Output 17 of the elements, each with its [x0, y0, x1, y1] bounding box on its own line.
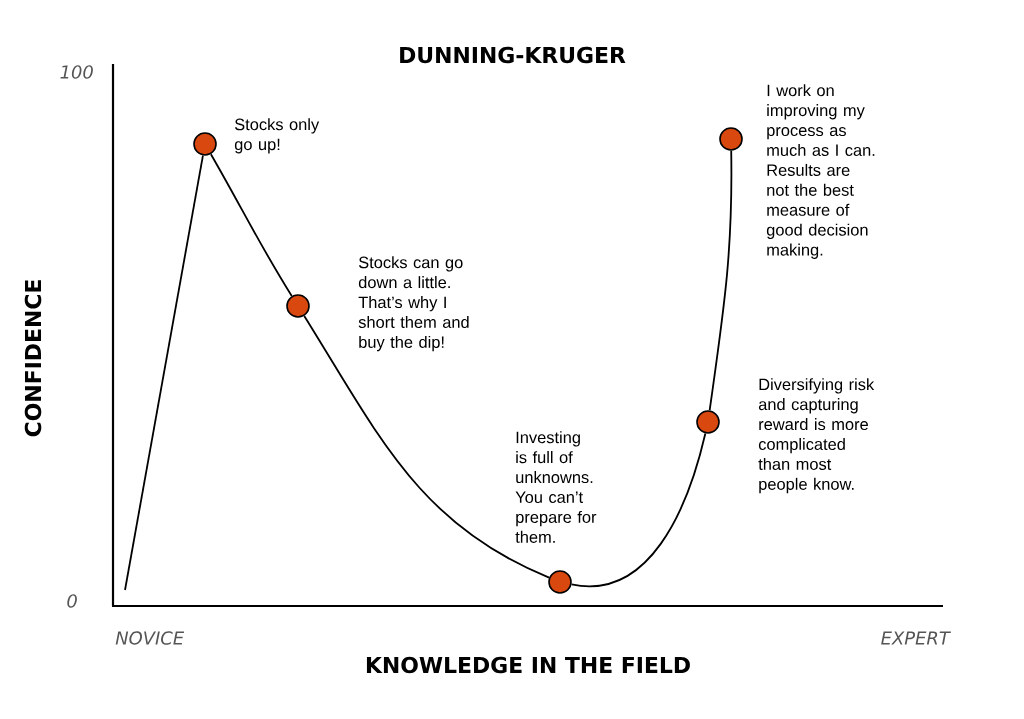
axis-tick-label: 0 — [67, 594, 77, 608]
axis-tick-label: NOVICE — [115, 631, 185, 645]
curve-line — [124, 154, 204, 591]
axis-title: KNOWLEDGE IN THE FIELD — [366, 656, 690, 674]
curve-line — [570, 432, 707, 588]
axis-title: CONFIDENCE — [24, 280, 42, 437]
curve-line — [708, 149, 733, 412]
callout-text: Investing is full of unknowns. You can’t prepare for them. — [515, 431, 597, 543]
callout-text: Stocks only go up! — [234, 118, 320, 154]
callout-text: I work on improving my process as much as I can. Results are not the best measure of good decision making. — [766, 84, 875, 259]
curve-line — [303, 315, 550, 579]
axis-tick-label: 100 — [60, 65, 93, 79]
callout-text: Stocks can go down a little. That’s why I short them and buy the dip! — [358, 256, 469, 352]
axis-tick-label: EXPERT — [881, 631, 951, 645]
curve-line — [210, 153, 293, 297]
callout-text: Diversifying risk and capturing reward is more complicated than most people know. — [758, 378, 875, 494]
title: DUNNING-KRUGER — [400, 46, 626, 64]
